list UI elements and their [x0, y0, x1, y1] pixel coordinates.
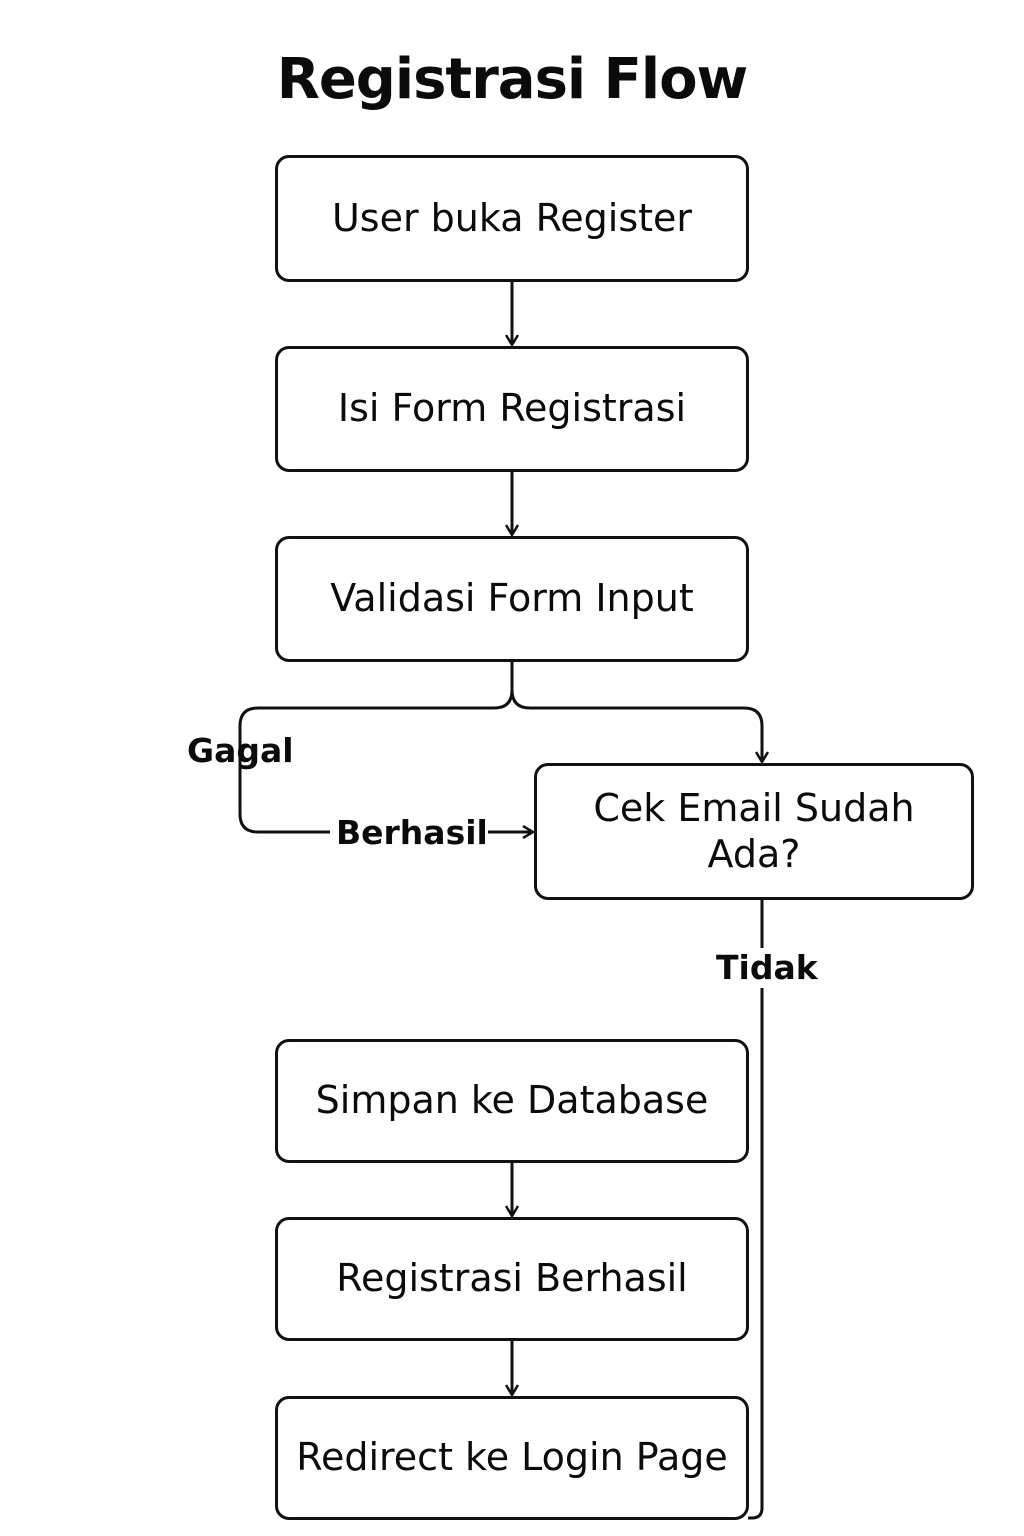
node-cek-email-sudah-ada: Cek Email Sudah Ada?	[534, 763, 974, 900]
node-label: Isi Form Registrasi	[337, 386, 687, 431]
arrow-validasi-to-cek-email	[510, 689, 762, 762]
node-simpan-ke-database: Simpan ke Database	[275, 1039, 749, 1163]
node-label: User buka Register	[331, 195, 693, 240]
node-registrasi-berhasil: Registrasi Berhasil	[275, 1217, 749, 1341]
edge-label-berhasil: Berhasil	[336, 813, 488, 853]
node-label: Validasi Form Input	[330, 576, 694, 621]
node-validasi-form-input: Validasi Form Input	[275, 536, 749, 662]
node-user-buka-register: User buka Register	[275, 155, 749, 282]
node-label: Redirect ke Login Page	[296, 1435, 728, 1480]
edge-label-tidak: Tidak	[716, 948, 818, 988]
node-label: Simpan ke Database	[315, 1078, 709, 1123]
connector-validasi-split	[238, 662, 514, 834]
node-label: Cek Email Sudah Ada?	[593, 785, 915, 876]
node-redirect-ke-login-page: Redirect ke Login Page	[275, 1396, 749, 1520]
node-isi-form-registrasi: Isi Form Registrasi	[275, 346, 749, 472]
edge-label-gagal: Gagal	[187, 731, 294, 770]
diagram-title: Registrasi Flow	[276, 47, 749, 112]
node-label: Registrasi Berhasil	[336, 1256, 688, 1301]
connector-tidak	[748, 900, 764, 1520]
